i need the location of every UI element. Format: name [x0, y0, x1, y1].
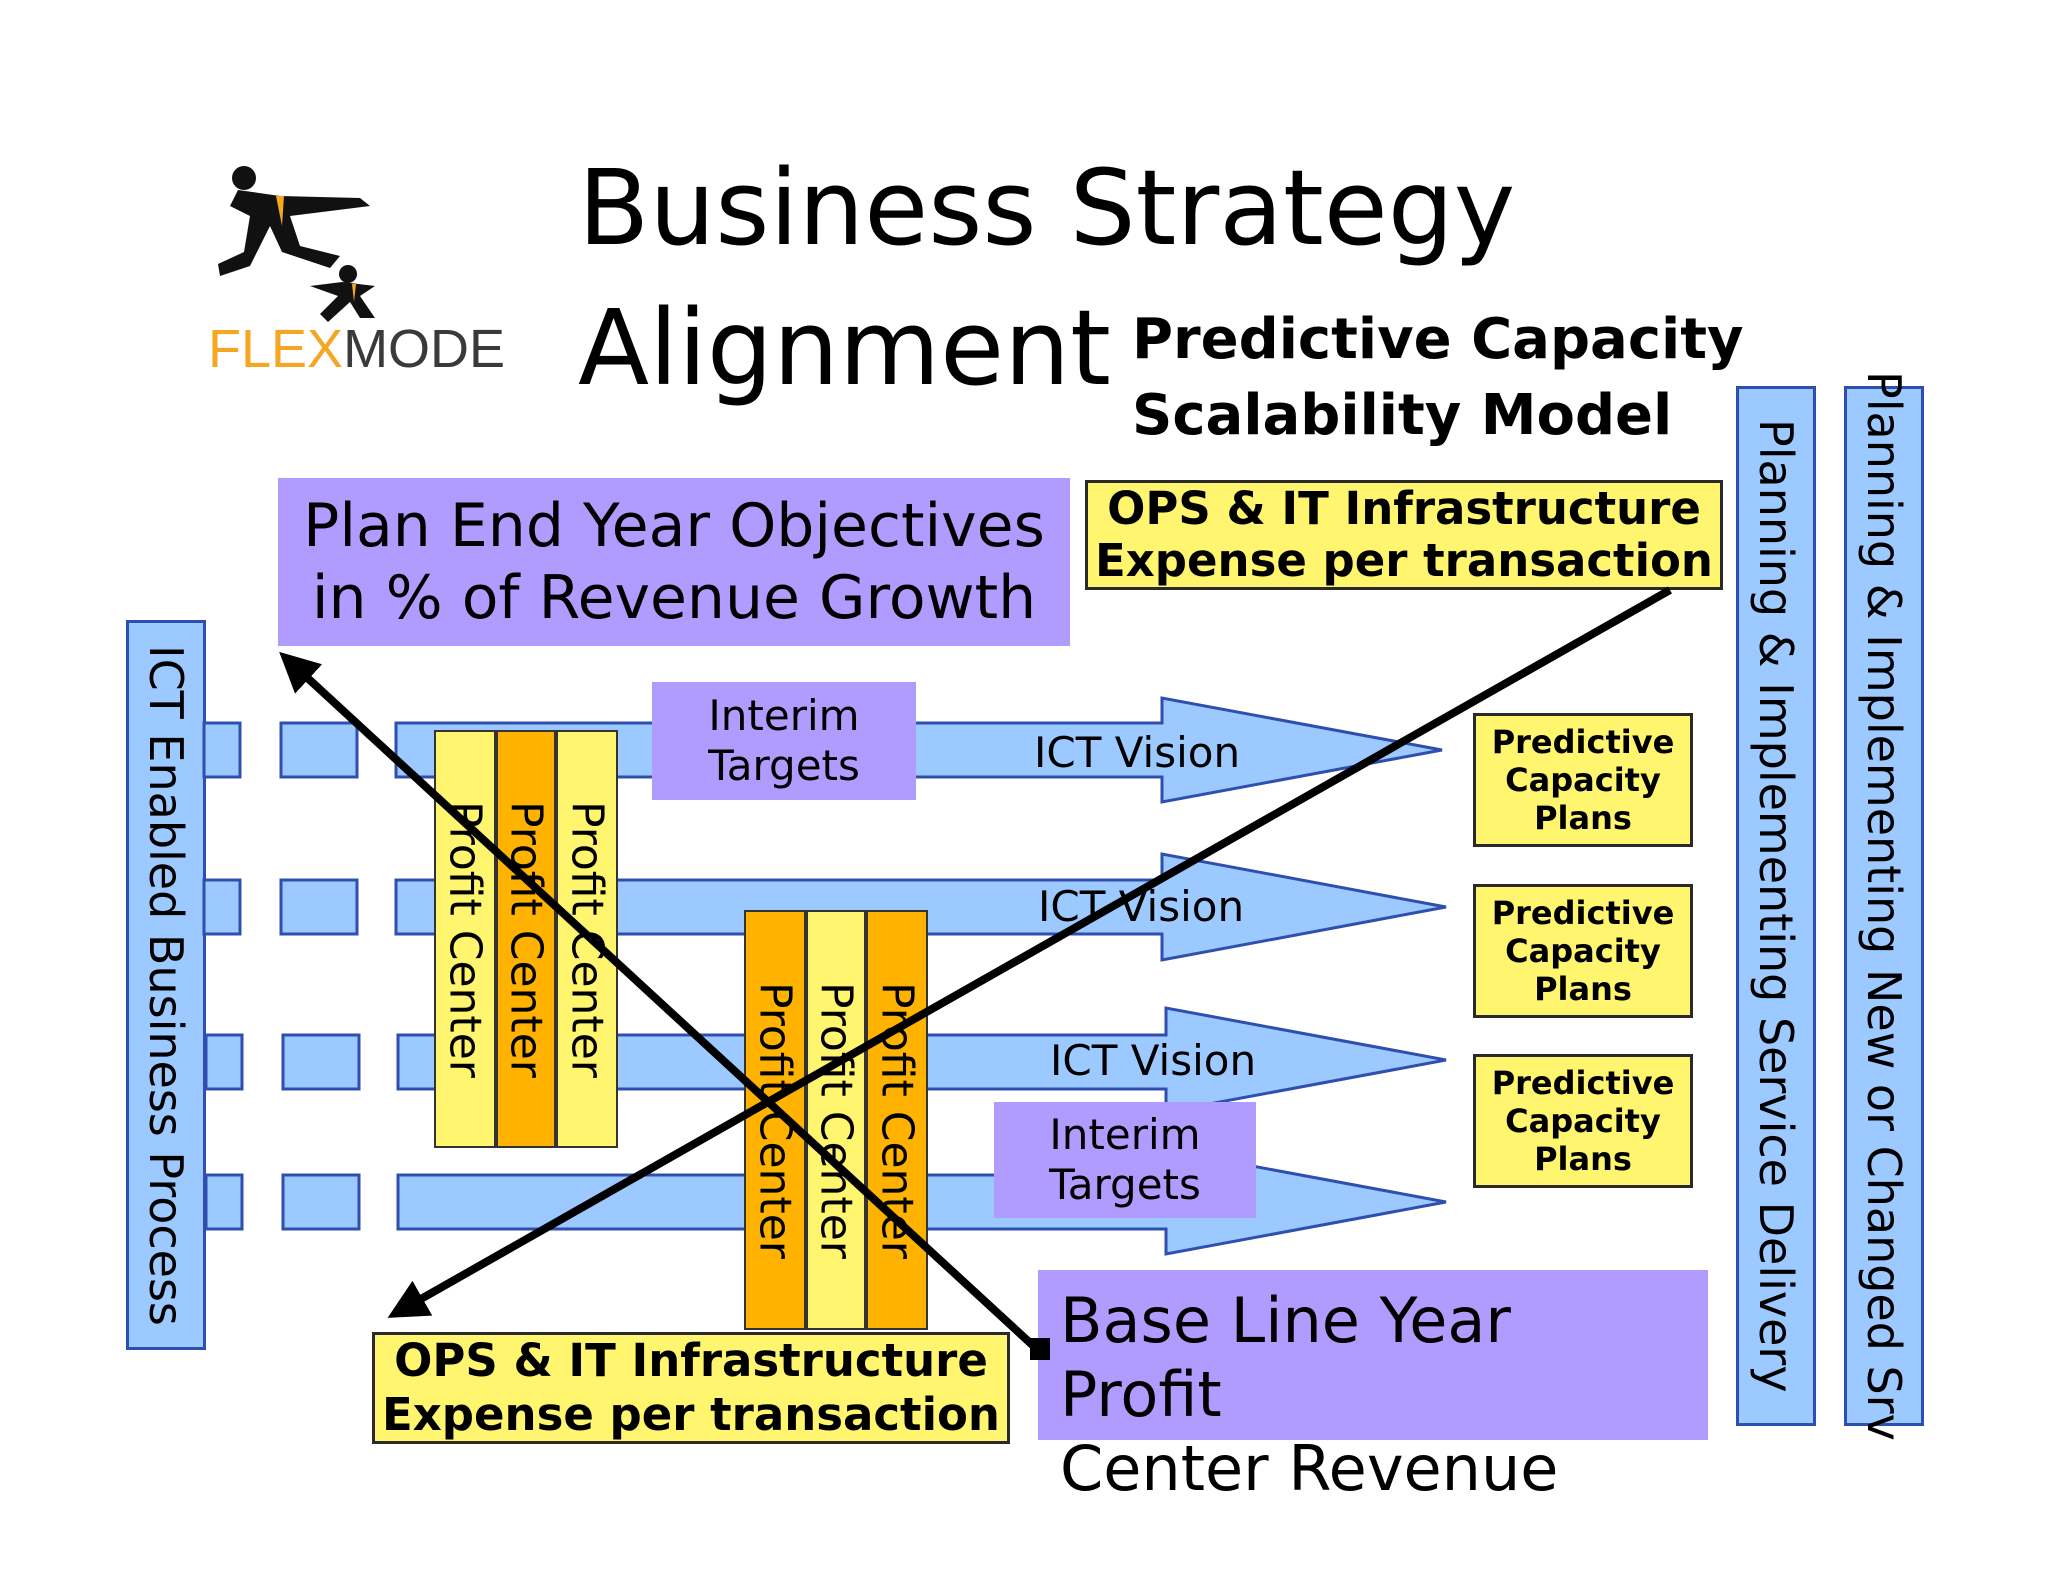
predictive-plans-1: Predictive Capacity Plans [1473, 713, 1693, 847]
logo-mode: MODE [343, 319, 506, 379]
profit-center-2b: Profit Center [806, 910, 866, 1330]
interim-top-line-2: Targets [708, 741, 860, 790]
logo-flex: FLEX [208, 319, 344, 379]
ict-vision-label-3: ICT Vision [1050, 1036, 1257, 1085]
new-changed-service-bar: Planning & Implementing New or Changed S… [1844, 371, 1924, 1441]
pp2-line-1: Predictive [1491, 894, 1675, 932]
business-process-bar: ICT Enabled Business Process [126, 620, 206, 1350]
pp2-line-2: Capacity [1505, 932, 1661, 970]
new-changed-service-label: Planning & Implementing New or Changed S… [1857, 371, 1911, 1441]
ict-vision-label-2: ICT Vision [1038, 882, 1245, 931]
row4-dash-2 [281, 1173, 361, 1231]
interim-targets-bottom: Interim Targets [994, 1102, 1256, 1218]
plan-line-1: Plan End Year Objectives [303, 491, 1045, 561]
baseline-revenue-box: Base Line Year Profit Center Revenue [1038, 1270, 1708, 1505]
ops-bottom-line-2: Expense per transaction [382, 1388, 1000, 1441]
pp3-line-2: Capacity [1505, 1102, 1661, 1140]
row2-dash-1 [202, 878, 242, 936]
predictive-plans-2: Predictive Capacity Plans [1473, 884, 1693, 1018]
service-delivery-bar: Planning & Implementing Service Delivery [1736, 386, 1816, 1426]
ops-infrastructure-bottom: OPS & IT Infrastructure Expense per tran… [372, 1332, 1010, 1444]
interim-bottom-line-1: Interim [1049, 1110, 1201, 1159]
profit-center-1a: Profit Center [434, 730, 496, 1148]
pp3-line-3: Plans [1534, 1140, 1632, 1178]
pp1-line-1: Predictive [1491, 723, 1675, 761]
row1-dash-1 [202, 721, 242, 779]
profit-center-2a-label: Profit Center [749, 981, 801, 1259]
pp1-line-3: Plans [1534, 799, 1632, 837]
interim-top-line-1: Interim [708, 691, 860, 740]
row1-dash-2 [279, 721, 359, 779]
ops-top-line-2: Expense per transaction [1095, 534, 1713, 587]
title-line-1: Business Strategy [578, 147, 1516, 269]
interim-targets-top: Interim Targets [652, 682, 916, 800]
profit-center-1c-label: Profit Center [561, 800, 613, 1078]
subtitle-line-2: Scalability Model [1132, 383, 1673, 448]
title-line-2: Alignment [578, 287, 1111, 409]
diagram-subtitle: Predictive Capacity Scalability Model [1132, 302, 1744, 454]
ops-top-line-1: OPS & IT Infrastructure [1107, 482, 1701, 535]
diagram-title: Business Strategy Alignment [578, 138, 1515, 418]
pp1-line-2: Capacity [1505, 761, 1661, 799]
profit-center-1c: Profit Center [556, 730, 618, 1148]
ict-vision-label-1: ICT Vision [1034, 728, 1241, 777]
baseline-line-2: Center Revenue [1060, 1432, 1559, 1505]
baseline-line-1: Base Line Year Profit [1060, 1284, 1511, 1431]
flexmode-logo-icon [218, 166, 375, 322]
profit-center-1b: Profit Center [496, 730, 556, 1148]
business-process-label: ICT Enabled Business Process [139, 644, 193, 1326]
profit-center-2c-label: Profit Center [871, 981, 923, 1259]
profit-center-2a: Profit Center [744, 910, 806, 1330]
row3-dash-2 [281, 1033, 361, 1091]
interim-bottom-line-2: Targets [1049, 1160, 1201, 1209]
row3-dash-1 [204, 1033, 244, 1091]
logo-wordmark: FLEXMODE [208, 318, 505, 380]
profit-center-1b-label: Profit Center [500, 800, 552, 1078]
profit-center-2b-label: Profit Center [810, 981, 862, 1259]
row4-dash-1 [204, 1173, 244, 1231]
ops-bottom-line-1: OPS & IT Infrastructure [394, 1334, 988, 1387]
predictive-plans-3: Predictive Capacity Plans [1473, 1054, 1693, 1188]
subtitle-line-1: Predictive Capacity [1132, 307, 1744, 372]
row2-dash-2 [279, 878, 359, 936]
profit-center-2c: Profit Center [866, 910, 928, 1330]
pp2-line-3: Plans [1534, 970, 1632, 1008]
service-delivery-label: Planning & Implementing Service Delivery [1749, 419, 1803, 1393]
profit-center-1a-label: Profit Center [439, 800, 491, 1078]
pp3-line-1: Predictive [1491, 1064, 1675, 1102]
